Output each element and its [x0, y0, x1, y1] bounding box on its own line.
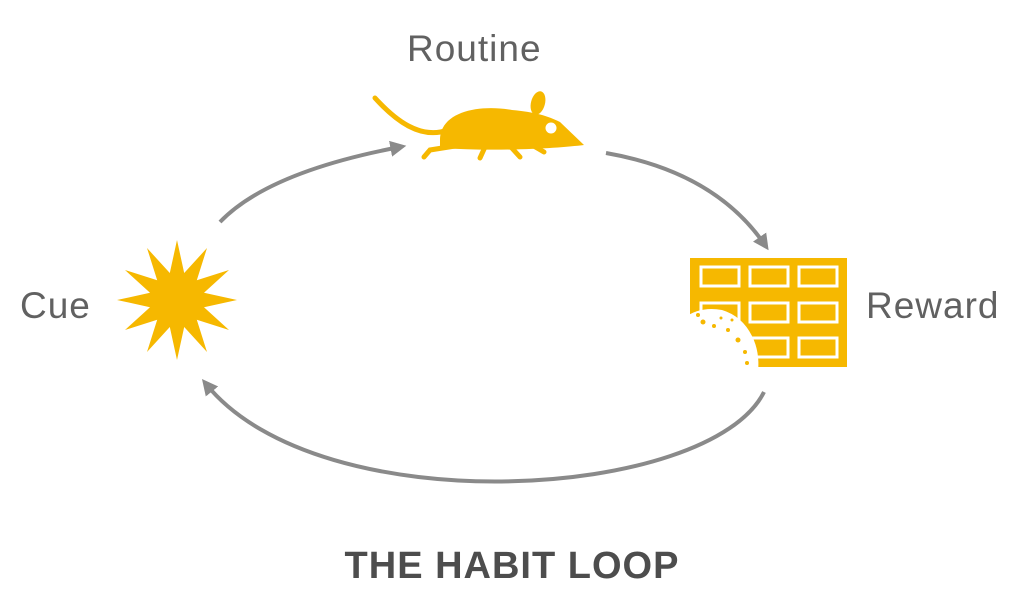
arrow-routine-to-reward	[605, 151, 769, 251]
cue-label: Cue	[20, 285, 91, 326]
mouse-icon	[372, 91, 584, 161]
diagram-title: THE HABIT LOOP	[344, 545, 680, 587]
arrow-reward-to-cue	[201, 379, 766, 484]
reward-label: Reward	[866, 285, 1000, 326]
arrow-cue-to-routine	[218, 140, 407, 224]
routine-label: Routine	[407, 28, 542, 69]
starburst-icon	[117, 240, 237, 360]
chocolate-bar-icon	[684, 258, 847, 372]
